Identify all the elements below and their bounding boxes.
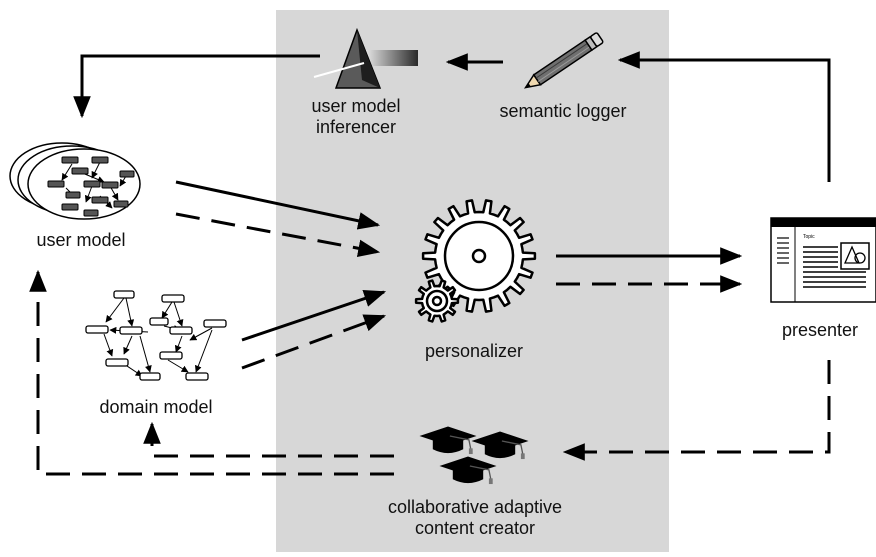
mortarboard-left <box>419 426 477 455</box>
document-window-icon: Topic <box>770 217 876 303</box>
concept-map-stack-icon <box>9 142 141 220</box>
small-gear <box>414 279 460 323</box>
content-creator-label: collaborative adaptive content creator <box>387 497 563 538</box>
presenter-topic-label: Topic <box>803 234 815 240</box>
arrow-presenter-to-logger <box>617 51 831 182</box>
arrow-user-model-to-personalizer-solid <box>175 180 381 230</box>
mortarboard-right <box>471 431 529 460</box>
arrows <box>29 51 831 476</box>
concept-map-icon <box>85 290 227 381</box>
domain-model-label: domain model <box>99 397 213 417</box>
arrow-domain-model-to-personalizer-dashed <box>241 314 387 370</box>
arrow-creator-to-domain-model <box>143 421 394 458</box>
gears-icon <box>414 199 537 323</box>
arrow-presenter-to-creator <box>562 360 831 461</box>
personalizer-label: personalizer <box>424 341 524 361</box>
pencil-icon <box>523 32 604 89</box>
arrow-creator-to-user-model <box>29 269 394 476</box>
semantic-logger-label: semantic logger <box>499 101 627 121</box>
large-gear <box>421 199 537 313</box>
arrow-inferencer-to-user-model <box>73 54 320 119</box>
user-model-label: user model <box>36 230 126 250</box>
mortarboard-icon <box>419 426 529 485</box>
mortarboard-bottom <box>439 456 497 485</box>
user-model-inferencer-label: user model inferencer <box>311 96 401 137</box>
arrow-domain-model-to-personalizer-solid <box>241 290 387 342</box>
presenter-label: presenter <box>781 320 859 340</box>
prism-icon <box>313 27 418 89</box>
